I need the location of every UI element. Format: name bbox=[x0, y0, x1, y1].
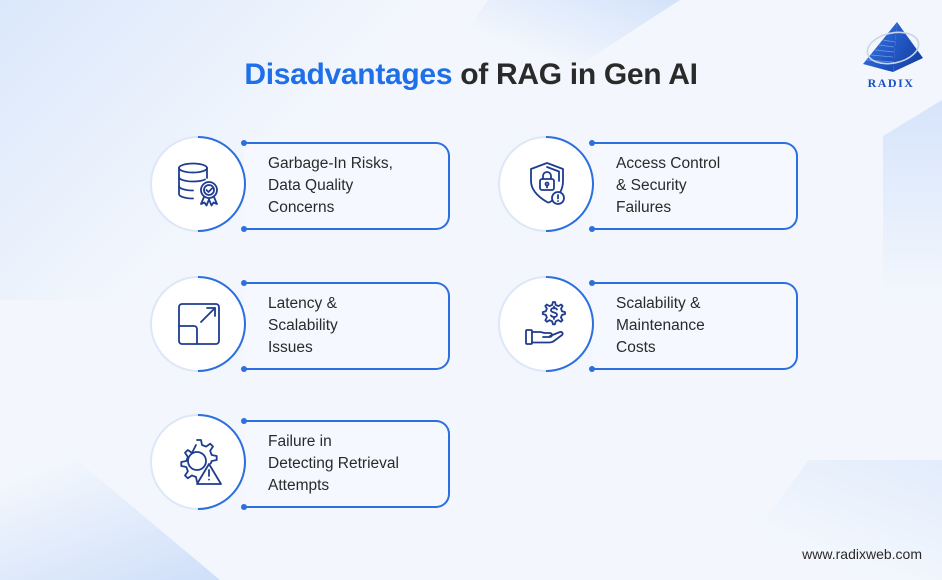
connector-dot bbox=[589, 366, 595, 372]
card-label: Failure in Detecting Retrieval Attempts bbox=[268, 433, 399, 494]
card-scalability-maintenance: Scalability & Maintenance Costs bbox=[478, 256, 800, 392]
card-label: Latency & Scalability Issues bbox=[268, 295, 338, 356]
card-label: Access Control & Security Failures bbox=[616, 155, 721, 216]
connector-dot bbox=[589, 226, 595, 232]
connector-dot bbox=[241, 504, 247, 510]
card-frame bbox=[244, 142, 450, 230]
card-label: Garbage-In Risks, Data Quality Concerns bbox=[268, 155, 393, 216]
card-frame bbox=[244, 282, 450, 370]
card-frame bbox=[244, 420, 450, 508]
connector-dot bbox=[241, 366, 247, 372]
hand-dollar-gear-icon bbox=[525, 301, 566, 345]
title-accent: Disadvantages bbox=[244, 58, 453, 91]
icon-circle bbox=[150, 136, 246, 232]
connector-dot bbox=[241, 418, 247, 424]
icon-circle bbox=[498, 276, 594, 372]
logo-text: RADIX bbox=[867, 76, 915, 90]
card-latency-scalability: Latency & Scalability Issues bbox=[130, 256, 452, 392]
icon-circle bbox=[150, 414, 246, 510]
card-garbage-in-risks: Garbage-In Risks, Data Quality Concerns bbox=[130, 116, 452, 252]
website-url: www.radixweb.com bbox=[802, 546, 922, 562]
pyramid-logo-icon bbox=[863, 22, 923, 72]
connector-dot bbox=[241, 280, 247, 286]
connector-dot bbox=[589, 280, 595, 286]
background-shape-bottom-right bbox=[720, 460, 942, 580]
card-label: Scalability & Maintenance Costs bbox=[616, 295, 705, 356]
card-access-control: Access Control & Security Failures bbox=[478, 116, 800, 252]
connector-dot bbox=[241, 140, 247, 146]
scale-resize-icon bbox=[178, 303, 220, 345]
page-title: Disadvantages of RAG in Gen AI bbox=[0, 58, 942, 92]
gear-warning-icon bbox=[180, 439, 222, 485]
database-badge-icon bbox=[178, 162, 218, 207]
background-shape-right bbox=[883, 100, 942, 300]
card-frame bbox=[592, 142, 798, 230]
card-frame bbox=[592, 282, 798, 370]
card-failure-detecting-retrieval: Failure in Detecting Retrieval Attempts bbox=[130, 394, 452, 530]
icon-circle bbox=[150, 276, 246, 372]
shield-lock-alert-icon bbox=[530, 162, 565, 205]
connector-dot bbox=[241, 226, 247, 232]
title-rest: of RAG in Gen AI bbox=[452, 58, 698, 91]
connector-dot bbox=[589, 140, 595, 146]
radix-logo: RADIX bbox=[853, 18, 929, 92]
